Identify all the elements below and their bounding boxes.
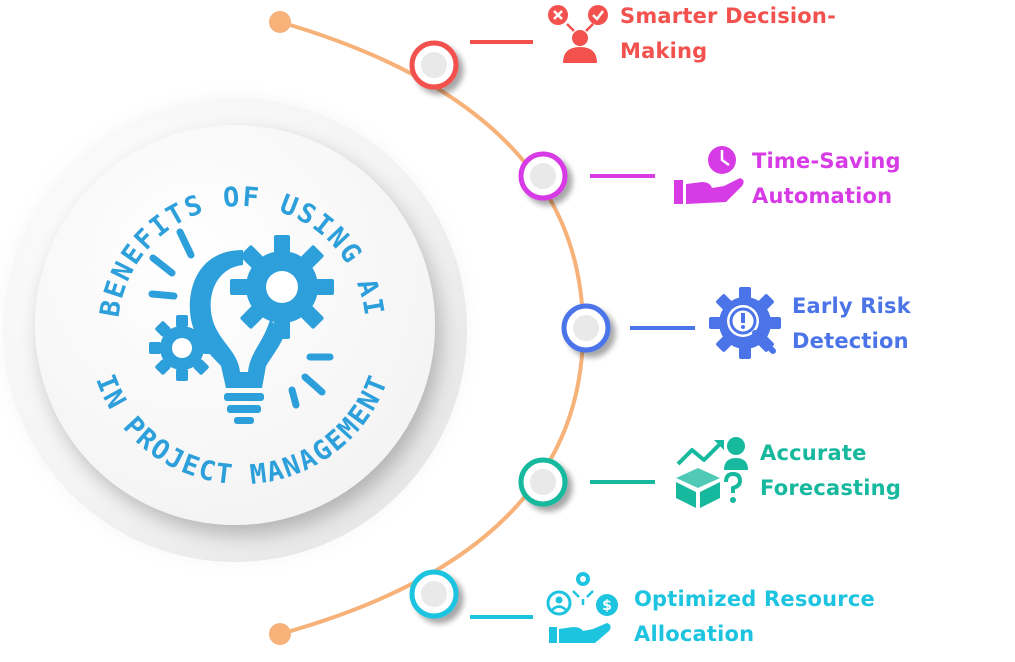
- svg-text:$: $: [602, 598, 612, 614]
- item-label-line2: Making: [620, 39, 708, 63]
- item-marker: [518, 457, 568, 507]
- benefit-item-2: [518, 146, 744, 204]
- item-label-forecasting: Accurate Forecasting: [760, 436, 901, 506]
- item-marker: [409, 569, 459, 619]
- arc-end-dot: [269, 623, 291, 645]
- item-label-line1: Accurate: [760, 441, 867, 465]
- item-label-line1: Time-Saving: [752, 149, 901, 173]
- benefit-items: $: [409, 5, 781, 643]
- item-label-line2: Allocation: [634, 622, 755, 646]
- item-label-line1: Smarter Decision-: [620, 4, 836, 28]
- item-label-decision-making: Smarter Decision- Making: [620, 0, 836, 69]
- resource-hand-icon: $: [546, 572, 618, 643]
- benefit-item-4: [518, 437, 748, 508]
- arc-start-dot: [269, 11, 291, 33]
- benefit-item-1: [409, 5, 608, 90]
- item-label-line2: Detection: [792, 329, 909, 353]
- item-label-line2: Forecasting: [760, 476, 902, 500]
- item-label-line1: Optimized Resource: [634, 587, 875, 611]
- item-label-risk-detection: Early Risk Detection: [792, 289, 911, 359]
- item-marker: [561, 303, 611, 353]
- item-marker: [409, 40, 459, 90]
- item-label-automation: Time-Saving Automation: [752, 144, 901, 214]
- gear-warning-icon: [709, 287, 781, 359]
- center-disc: [35, 125, 435, 525]
- forecast-box-icon: [676, 437, 748, 508]
- benefit-item-3: [561, 287, 781, 359]
- item-label-resource-allocation: Optimized Resource Allocation: [634, 582, 875, 652]
- benefit-item-5: $: [409, 569, 618, 643]
- decision-person-icon: [548, 5, 608, 63]
- item-marker: [518, 151, 568, 201]
- item-label-line2: Automation: [752, 184, 893, 208]
- hand-clock-icon: [674, 146, 744, 204]
- lightbulb-gears-icon: [148, 228, 334, 424]
- item-label-line1: Early Risk: [792, 294, 911, 318]
